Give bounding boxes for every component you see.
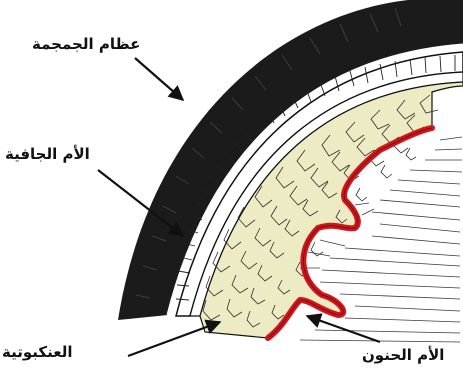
label-pia-mater: الأم الحنون xyxy=(362,348,444,363)
skull-bone-arrow xyxy=(135,58,183,100)
arachnoid-arrow xyxy=(128,322,220,356)
label-dura-mater: الأم الجافية xyxy=(5,147,90,162)
label-arachnoid: العنكبوتية xyxy=(2,345,72,360)
pia-mater-arrow xyxy=(307,316,380,342)
label-skull-bone: عظام الجمجمة xyxy=(32,37,140,52)
